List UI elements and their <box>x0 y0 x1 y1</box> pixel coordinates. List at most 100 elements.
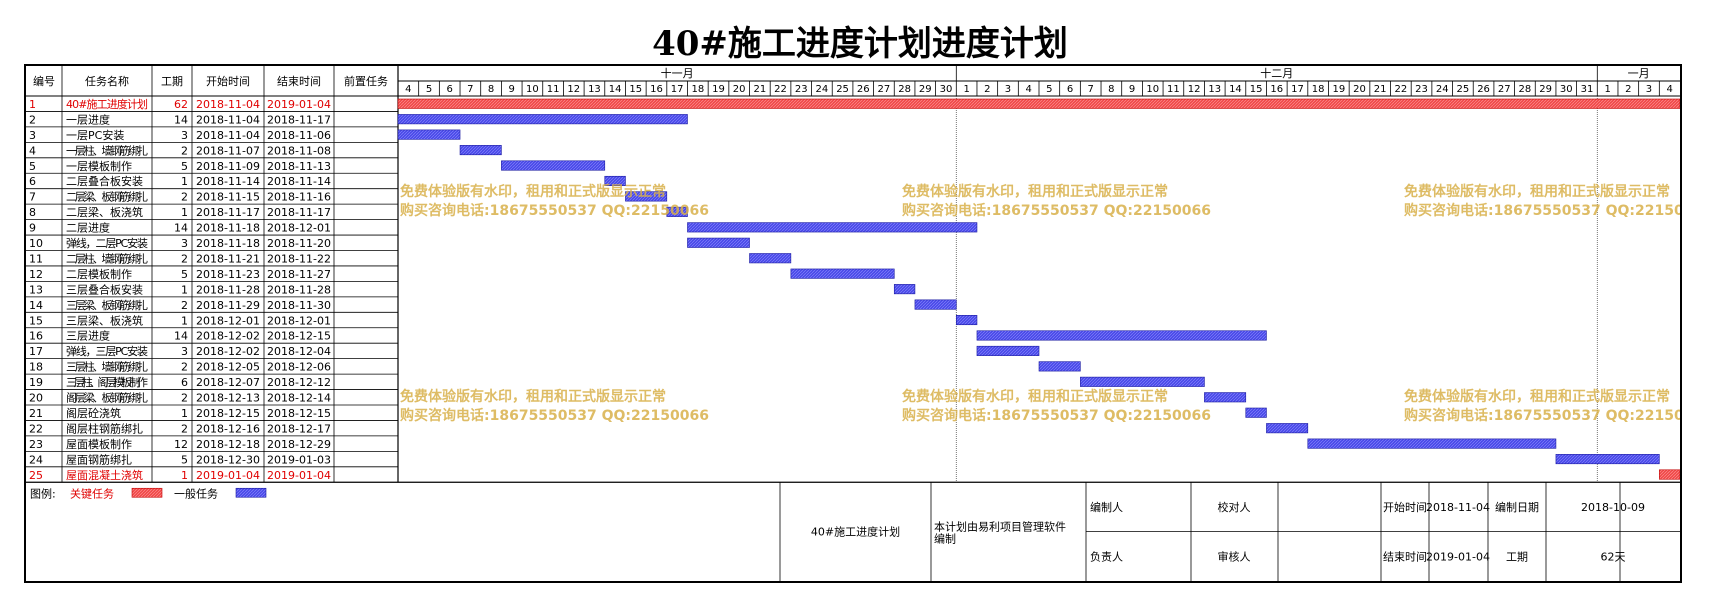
day-label: 8 <box>1108 84 1114 95</box>
task-end: 2018-12-17 <box>267 422 331 435</box>
legend-normal-label: 一般任务 <box>174 487 218 500</box>
task-id: 7 <box>29 191 36 204</box>
table-header-5: 结束时间 <box>277 75 321 88</box>
task-bar <box>1245 407 1267 418</box>
day-label: 20 <box>1353 84 1366 95</box>
watermark-line2: 购买咨询电话:18675550537 QQ:22150066 <box>902 202 1211 219</box>
task-bar <box>976 330 1267 341</box>
watermark-line2: 购买咨询电话:18675550537 QQ:22150066 <box>1404 202 1680 219</box>
task-end: 2018-11-13 <box>267 160 331 173</box>
task-name: 三层梁、板浇筑 <box>66 313 143 327</box>
table-header-2: 任务名称 <box>85 74 129 88</box>
legend-critical-swatch <box>131 487 163 498</box>
task-bar <box>976 345 1040 356</box>
task-end: 2018-12-01 <box>267 222 331 235</box>
task-end: 2018-11-06 <box>267 129 331 142</box>
task-name: 二层柱、墙钢筋绑扎 <box>66 251 148 265</box>
task-end: 2019-01-04 <box>267 98 331 111</box>
task-bar <box>687 237 750 248</box>
day-label: 22 <box>1394 84 1407 95</box>
task-end: 2018-12-01 <box>267 314 331 327</box>
legend: 图例: 关键任务 一般任务 <box>30 486 267 500</box>
task-start: 2018-11-07 <box>196 144 260 157</box>
footer-duration-value: 62天 <box>1601 550 1626 563</box>
task-start: 2018-11-23 <box>196 268 260 281</box>
task-start: 2018-11-18 <box>196 222 260 235</box>
task-id: 4 <box>29 144 36 157</box>
task-duration: 2 <box>181 144 188 157</box>
task-id: 1 <box>29 98 36 111</box>
watermark-line2: 购买咨询电话:18675550537 QQ:22150066 <box>902 407 1211 424</box>
task-id: 11 <box>29 252 43 265</box>
watermark-line1: 免费体验版有水印，租用和正式版显示正常 <box>1404 183 1670 200</box>
task-id: 6 <box>29 175 36 188</box>
task-name: 三层柱、墙钢筋绑扎 <box>66 360 148 374</box>
day-label: 29 <box>1539 84 1552 95</box>
task-start: 2018-12-16 <box>196 422 260 435</box>
task-duration: 3 <box>181 237 188 250</box>
task-bar <box>1266 423 1309 434</box>
task-duration: 14 <box>174 113 188 126</box>
task-id: 14 <box>29 299 43 312</box>
table-header-6: 前置任务 <box>344 74 388 88</box>
day-label: 21 <box>753 84 766 95</box>
task-bar <box>790 268 895 279</box>
task-bar <box>604 175 626 186</box>
day-label: 6 <box>1067 84 1073 95</box>
task-bar <box>666 206 688 217</box>
watermark-line2: 购买咨询电话:18675550537 QQ:22150066 <box>1404 407 1680 424</box>
day-label: 28 <box>898 84 911 95</box>
day-label: 27 <box>878 84 891 95</box>
task-start: 2018-12-07 <box>196 376 260 389</box>
task-duration: 1 <box>181 283 188 296</box>
task-start: 2018-12-18 <box>196 438 260 451</box>
day-label: 18 <box>691 84 704 95</box>
footer-start-value: 2018-11-04 <box>1426 501 1490 514</box>
task-duration: 2 <box>181 299 188 312</box>
task-end: 2018-11-08 <box>267 144 331 157</box>
day-label: 1 <box>963 84 969 95</box>
day-label: 16 <box>1270 84 1283 95</box>
day-label: 6 <box>447 84 453 95</box>
task-start: 2018-11-29 <box>196 299 260 312</box>
day-label: 17 <box>1291 84 1304 95</box>
watermark-line1: 免费体验版有水印，租用和正式版显示正常 <box>400 388 666 405</box>
table-header-3: 工期 <box>161 75 183 88</box>
task-name: 三层叠合板安装 <box>66 282 143 296</box>
task-id: 21 <box>29 407 43 420</box>
task-end: 2018-11-20 <box>267 237 331 250</box>
task-id: 22 <box>29 422 43 435</box>
task-name: 二层梁、板浇筑 <box>66 205 143 219</box>
day-label: 12 <box>1188 84 1201 95</box>
task-name: 40#施工进度计划 <box>66 97 148 111</box>
task-duration: 6 <box>181 376 188 389</box>
task-id: 12 <box>29 268 43 281</box>
task-end: 2018-11-16 <box>267 191 331 204</box>
day-label: 13 <box>1208 84 1221 95</box>
day-label: 23 <box>1415 84 1428 95</box>
task-bar <box>749 253 792 264</box>
legend-critical-label: 关键任务 <box>70 486 114 500</box>
task-duration: 1 <box>181 314 188 327</box>
legend-label: 图例: <box>30 486 56 500</box>
page-title: 40#施工进度计划进度计划 <box>652 24 1068 64</box>
task-duration: 14 <box>174 330 188 343</box>
task-bar <box>893 284 916 295</box>
task-name: 三层梁、板钢筋绑扎 <box>66 298 148 312</box>
task-id: 25 <box>29 469 43 482</box>
footer-plan-name: 40#施工进度计划 <box>811 525 900 539</box>
day-label: 29 <box>919 84 932 95</box>
task-end: 2018-12-14 <box>267 392 331 405</box>
